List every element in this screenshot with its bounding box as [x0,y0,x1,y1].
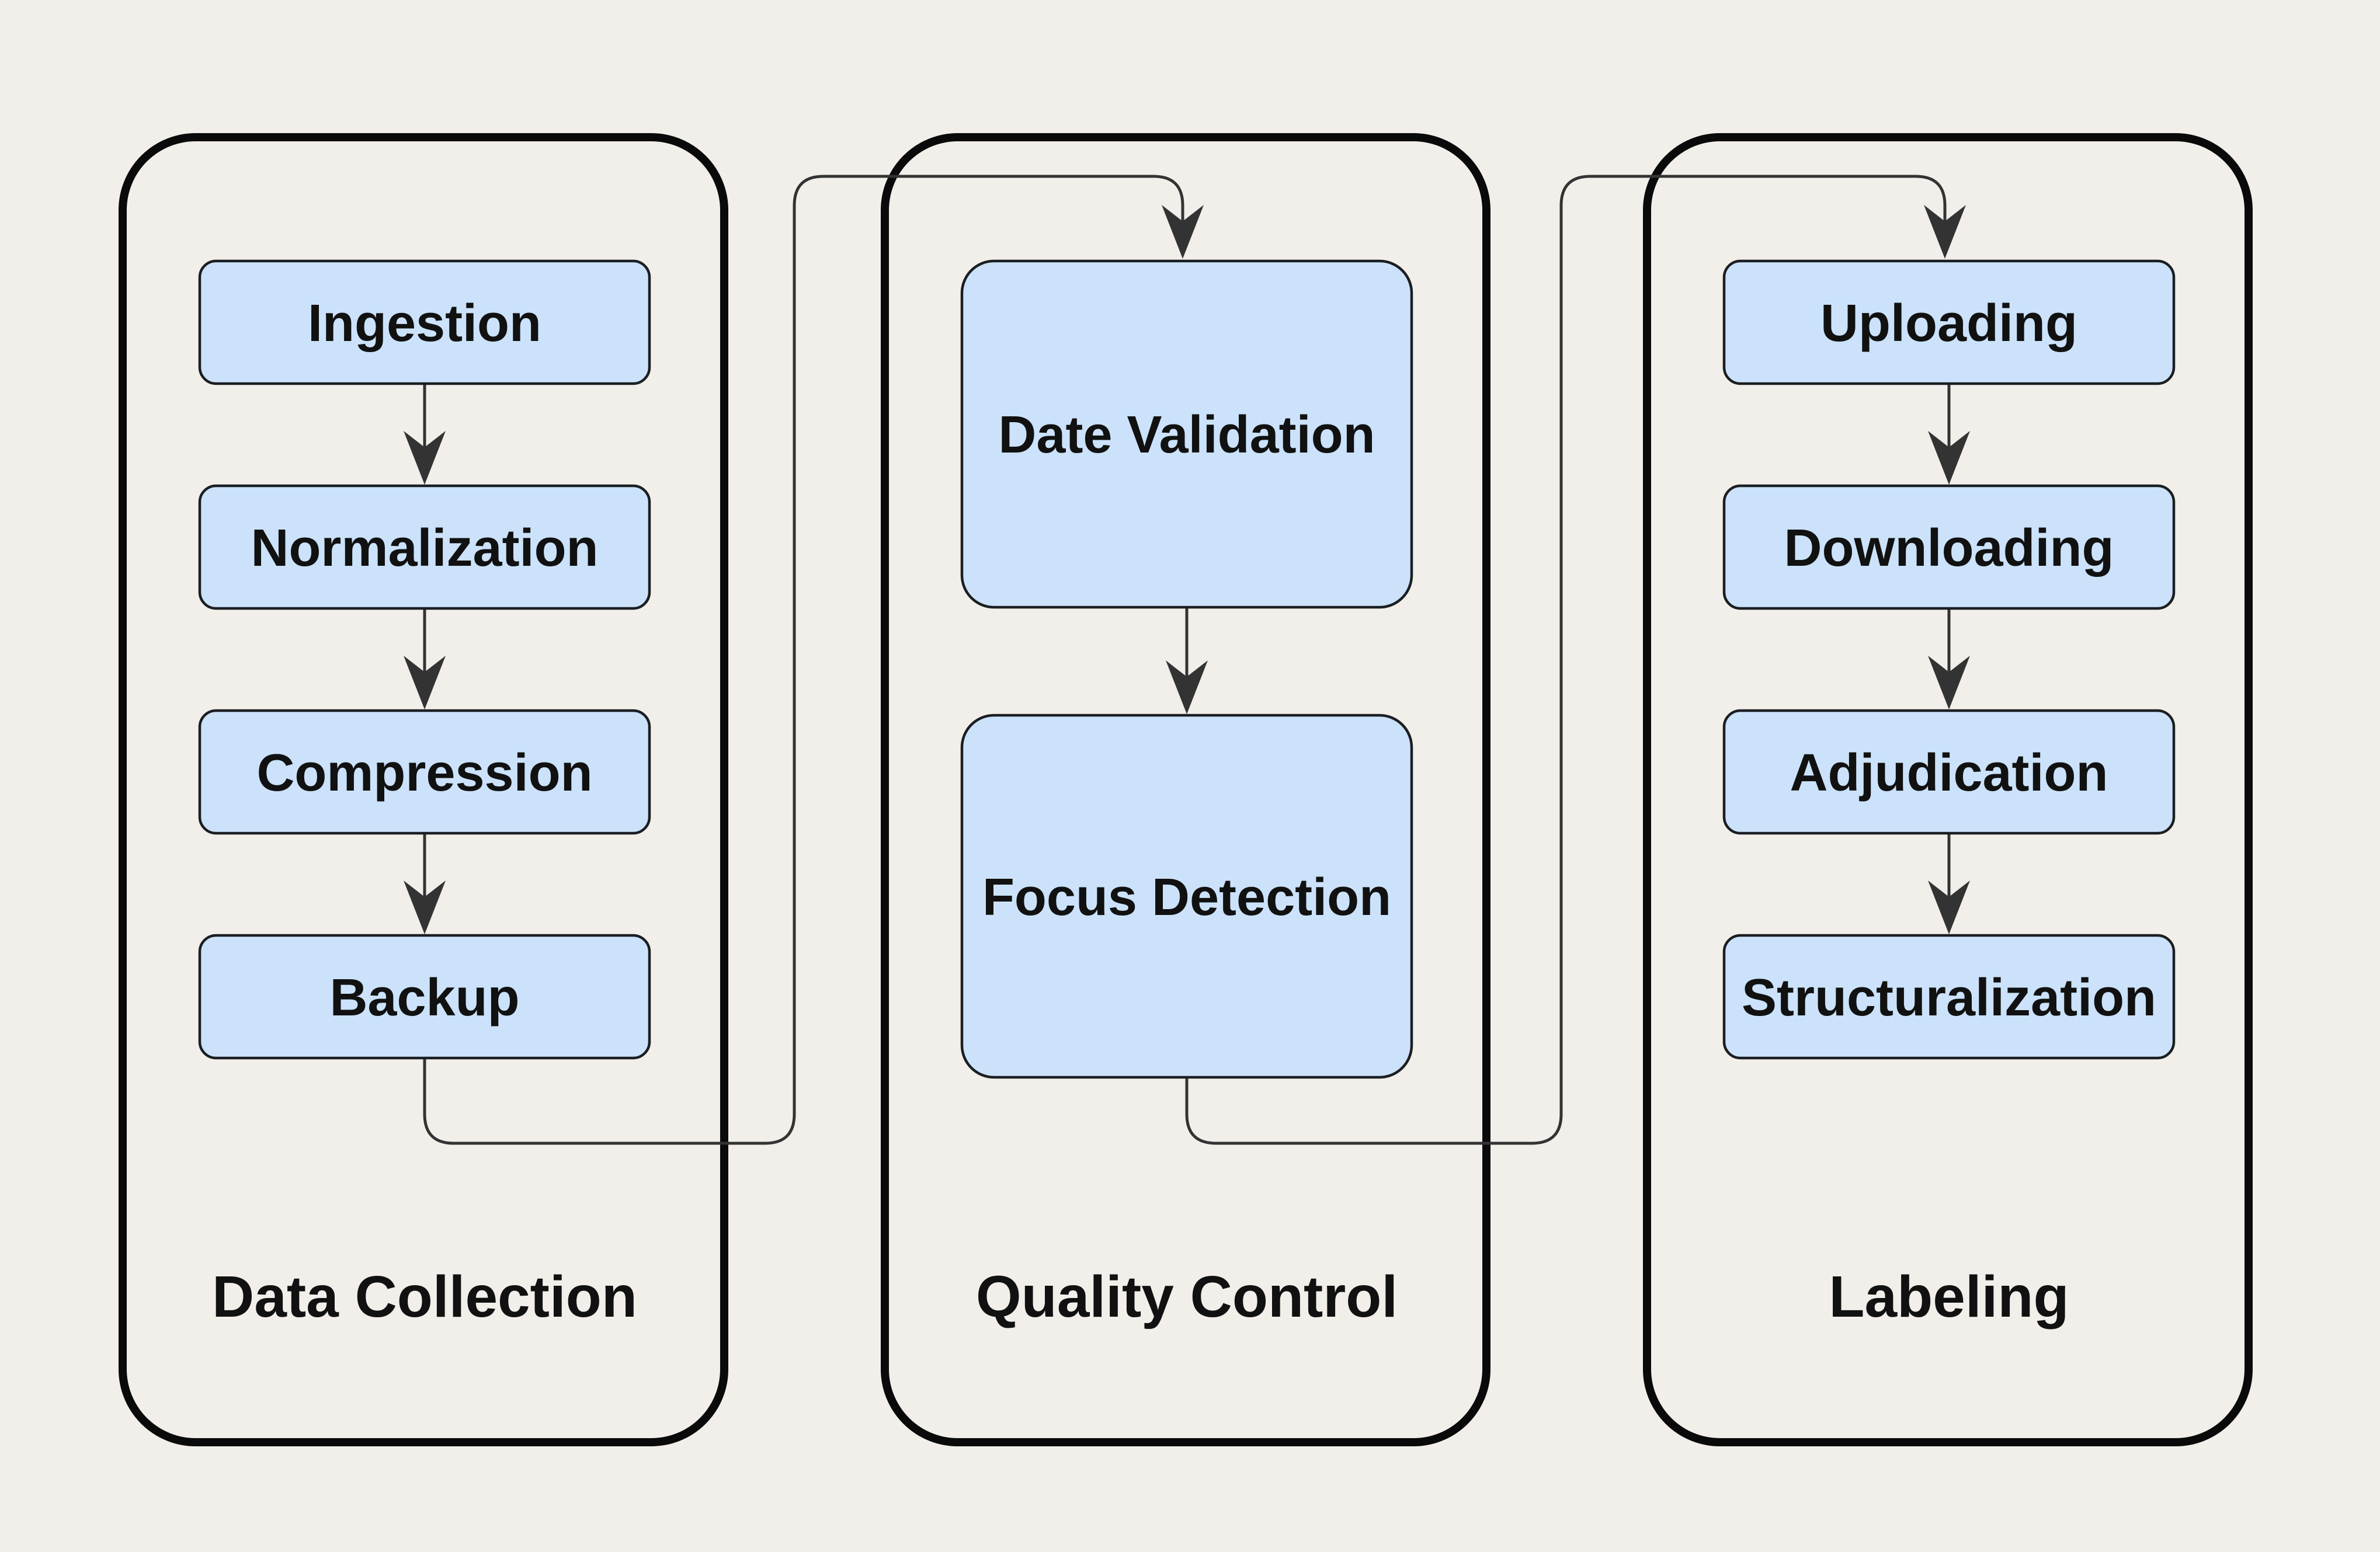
node-normalization [198,484,651,610]
node-label-ingestion: Ingestion [308,294,541,353]
node-label-backup: Backup [329,969,519,1027]
node-label-normalization: Normalization [251,519,598,577]
node-label-compression: Compression [256,744,592,802]
edge-focus-detection-to-uploading [1185,175,1947,1145]
node-uploading [1722,259,2176,385]
node-downloading [1722,484,2176,610]
node-label-focus-detection: Focus Detection [982,868,1391,927]
node-compression [198,709,651,835]
node-label-structuralization: Structuralization [1742,969,2156,1027]
arrowhead-compression-to-backup [404,881,446,934]
node-ingestion [198,259,651,385]
node-backup [198,934,651,1060]
node-date-validation [960,259,1413,609]
arrowhead-normalization-to-compression [404,656,446,709]
arrowhead-ingestion-to-normalization [404,431,446,485]
node-label-date-validation: Date Validation [998,406,1375,464]
node-structuralization [1722,934,2176,1060]
arrowhead-downloading-to-adjudication [1928,656,1970,709]
group-label-data-collection: Data Collection [212,1264,637,1330]
group-container-labeling [1643,133,2253,1446]
node-adjudication [1722,709,2176,835]
arrowhead-uploading-to-downloading [1928,431,1970,485]
edge-backup-to-date-validation [423,175,1184,1145]
arrowhead-adjudication-to-structuralization [1928,881,1970,934]
node-focus-detection [960,714,1413,1079]
group-label-quality-control: Quality Control [976,1264,1398,1330]
node-label-adjudication: Adjudication [1790,744,2108,802]
node-label-uploading: Uploading [1820,294,2077,353]
arrowhead-focus-detection-to-uploading [1924,205,1966,259]
arrowhead-date-validation-to-focus-detection [1166,660,1208,714]
arrowhead-backup-to-date-validation [1162,205,1204,259]
group-label-labeling: Labeling [1829,1264,2069,1330]
group-container-quality-control [881,133,1490,1446]
group-container-data-collection [119,133,728,1446]
node-label-downloading: Downloading [1784,519,2114,577]
